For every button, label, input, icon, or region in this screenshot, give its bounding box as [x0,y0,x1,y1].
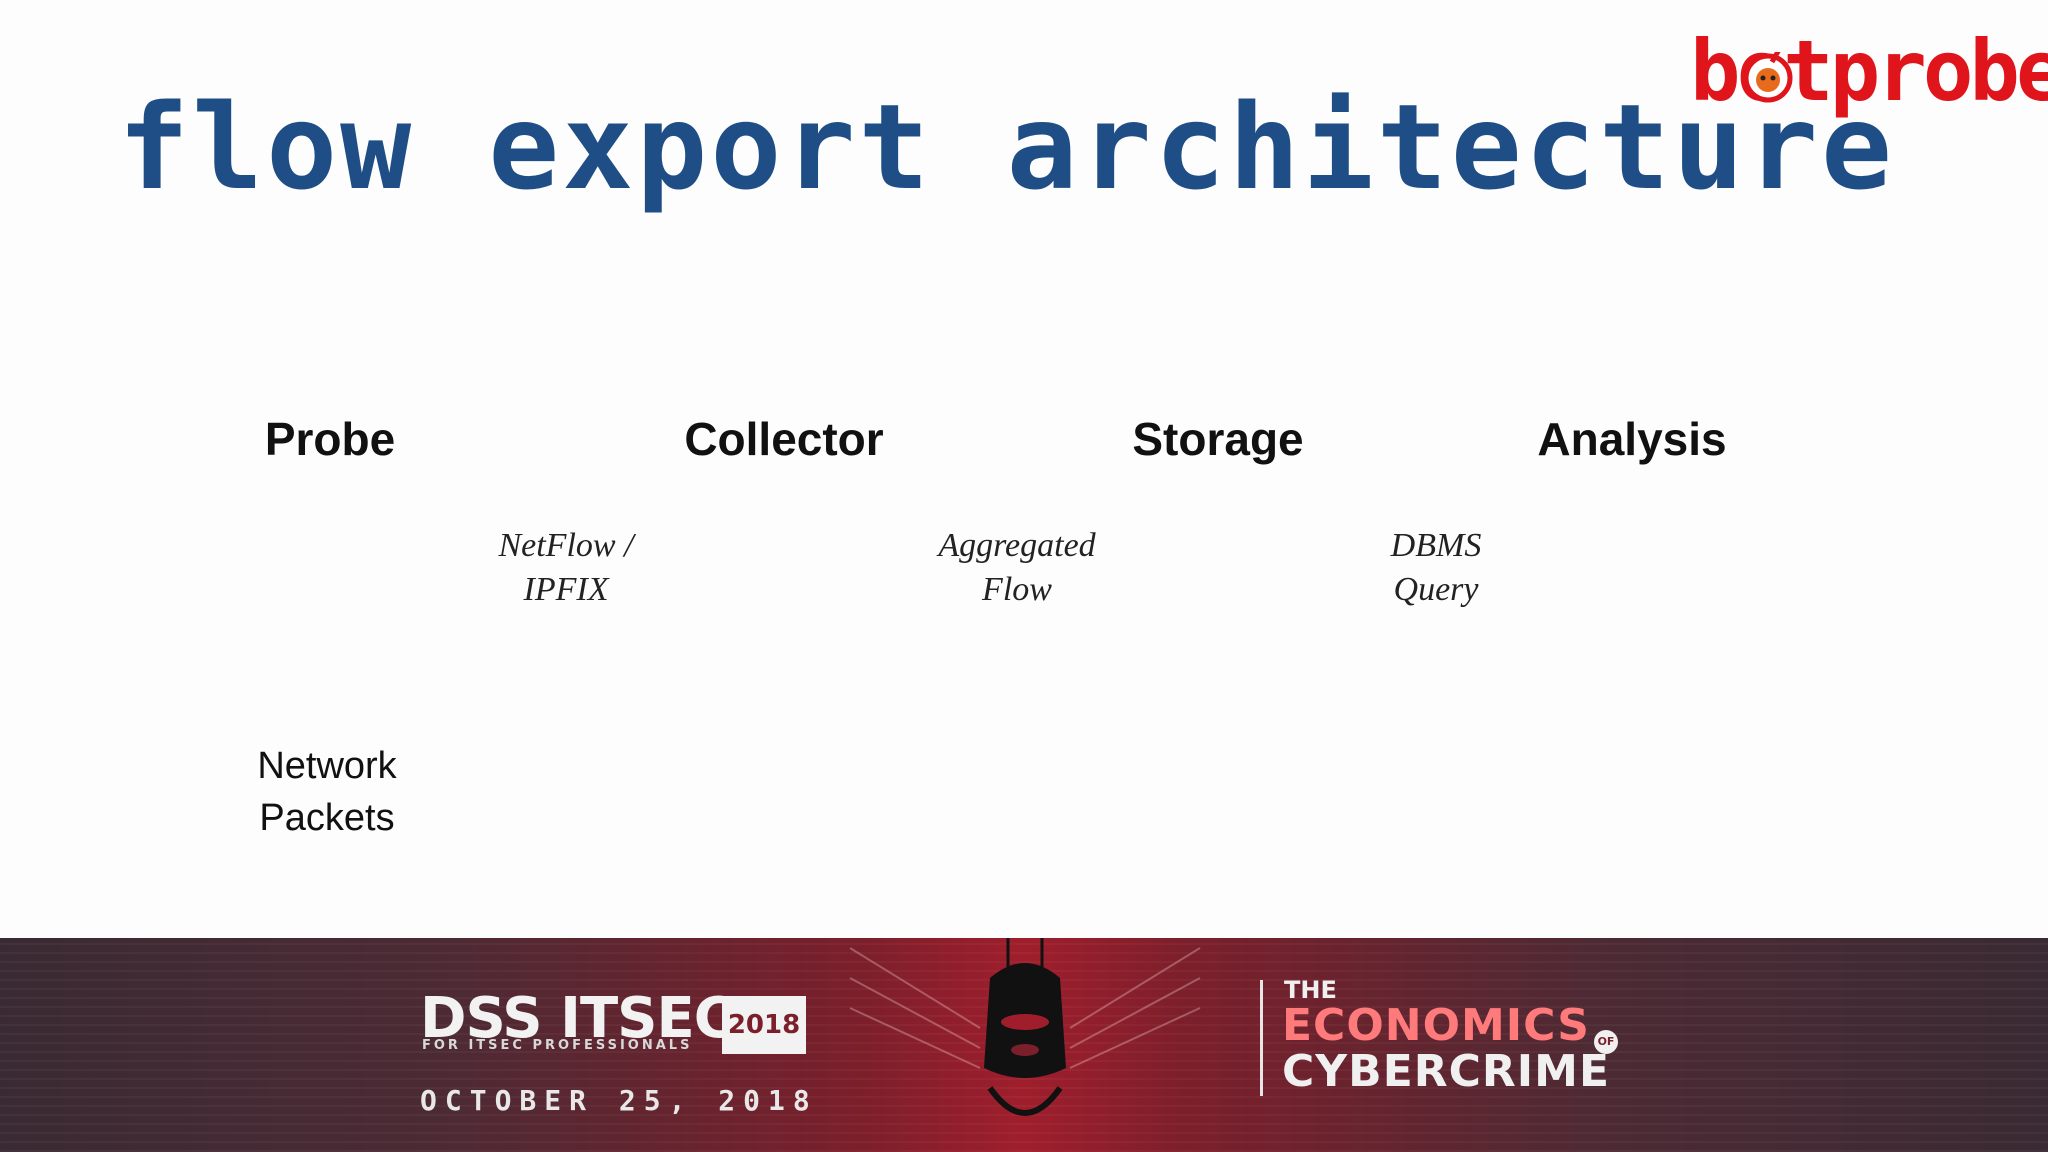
botprobe-logo: botprobe [1690,22,2048,122]
network-packets-label: Network Packets [257,740,396,844]
network-packets-line2: Packets [259,797,395,839]
event-year: 2018 [722,996,806,1054]
edge-dbms-line2: Query [1393,571,1479,608]
theme-line-cybercrime: CYBERCRIME [1282,1046,1611,1097]
stage-probe: Probe [264,413,396,465]
theme-of-badge: OF [1594,1030,1618,1054]
edge-aggregated-label: Aggregated Flow [907,524,1127,612]
event-banner: DSS ITSEC 2018 FOR ITSEC PROFESSIONALS O… [0,938,2048,1152]
stage-storage: Storage [1132,413,1304,465]
slide: flow export architecture botprobe Probe … [118,22,2048,844]
network-packets-line1: Network [257,745,397,787]
banner-divider [1260,980,1263,1096]
slide-title: flow export architecture [118,78,1896,216]
edge-netflow-line2: IPFIX [523,571,609,608]
event-name: DSS ITSEC [420,986,735,1051]
botprobe-logo-face-icon [1743,52,1793,103]
edge-dbms-line1: DBMS [1390,527,1482,564]
edge-netflow-label: NetFlow / IPFIX [456,524,676,612]
edge-dbms-label: DBMS Query [1326,524,1546,612]
theme-line-the: THE [1284,976,1337,1004]
edge-netflow-line1: NetFlow / [498,527,634,564]
event-date: OCTOBER 25, 2018 [420,1084,818,1117]
edge-aggregated-line1: Aggregated [938,527,1096,564]
hooded-hacker-mascot-icon [849,938,1201,1116]
event-tagline: FOR ITSEC PROFESSIONALS [422,1038,693,1053]
stage-analysis: Analysis [1537,413,1727,465]
edge-aggregated-line2: Flow [982,571,1052,608]
stage-collector: Collector [684,413,884,465]
theme-line-economics: ECONOMICS [1282,1000,1590,1051]
